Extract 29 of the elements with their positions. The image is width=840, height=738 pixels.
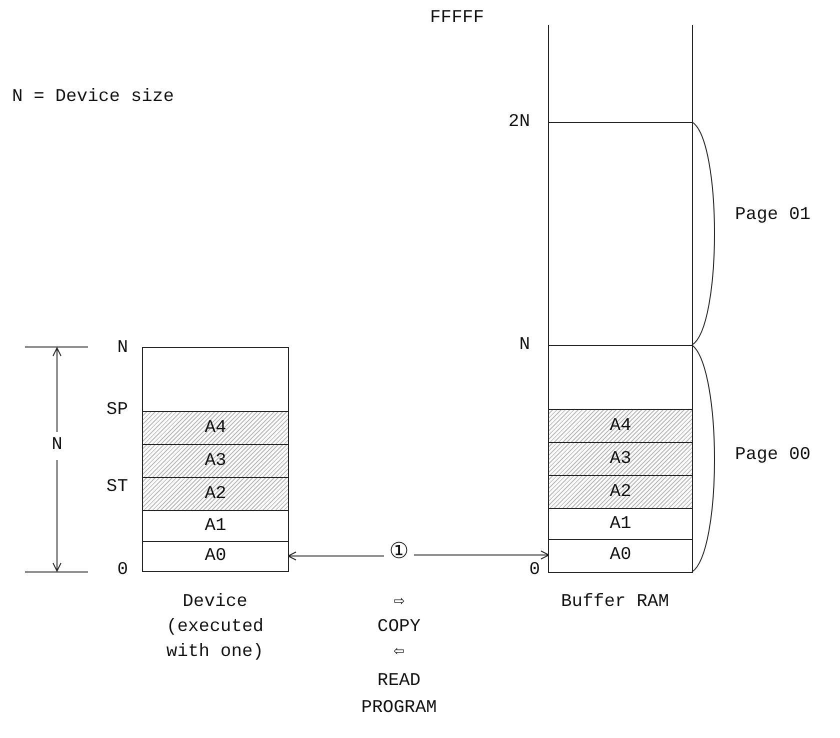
address-label: N <box>52 434 62 456</box>
memory-segment: A2 <box>143 477 288 510</box>
address-label: READ PROGRAM <box>360 670 438 720</box>
address-label: N <box>519 334 530 356</box>
address-label: N = Device size <box>12 86 174 108</box>
address-label: FFFFF <box>430 7 484 29</box>
memory-caption: Buffer RAM <box>560 591 670 614</box>
memory-segment: A3 <box>143 444 288 477</box>
memory-column <box>548 25 693 573</box>
address-label: ⇨ <box>394 591 404 613</box>
memory-segment: A4 <box>143 411 288 444</box>
memory-segment: A4 <box>549 409 692 442</box>
arrow <box>414 550 550 560</box>
address-label: ST <box>106 476 128 498</box>
address-label: ⇦ <box>394 641 404 663</box>
memory-segment: A3 <box>549 442 692 475</box>
memory-column <box>142 347 289 572</box>
address-label: Page 00 <box>735 444 811 466</box>
address-label: 2N <box>508 111 530 133</box>
address-label: Page 01 <box>735 204 811 226</box>
memory-caption: Device (executed with one) <box>165 591 265 664</box>
address-label: 0 <box>117 559 128 581</box>
address-label: SP <box>106 399 128 421</box>
step-number: ① <box>386 539 412 565</box>
memory-segment: A2 <box>549 475 692 508</box>
address-label: 0 <box>529 559 540 581</box>
address-label: COPY <box>377 616 421 638</box>
arrow <box>288 552 384 560</box>
address-label: N <box>117 337 128 359</box>
